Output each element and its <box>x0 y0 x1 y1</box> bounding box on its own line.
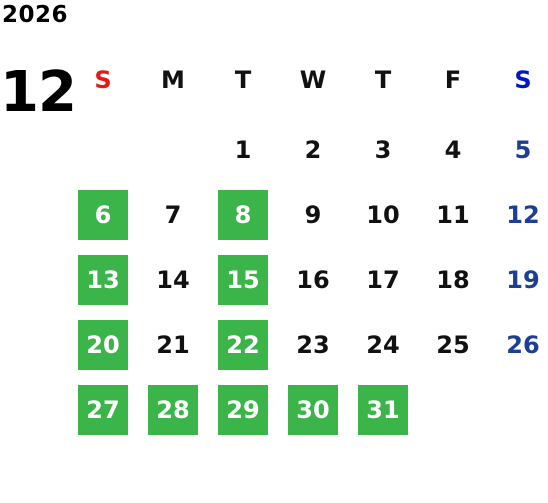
weekday-header-sunday: S <box>94 66 112 94</box>
calendar-day-24[interactable]: 24 <box>366 331 400 359</box>
calendar-day-8[interactable]: 8 <box>218 190 268 240</box>
calendar-day-12[interactable]: 12 <box>506 201 540 229</box>
weekday-header-wednesday: W <box>299 66 327 94</box>
calendar-day-18[interactable]: 18 <box>436 266 470 294</box>
calendar-day-27[interactable]: 27 <box>78 385 128 435</box>
calendar-day-9[interactable]: 9 <box>304 201 322 229</box>
weekday-header-thursday: T <box>374 66 392 94</box>
calendar-day-25[interactable]: 25 <box>436 331 470 359</box>
calendar-day-13[interactable]: 13 <box>78 255 128 305</box>
calendar-day-7[interactable]: 7 <box>164 201 182 229</box>
weekday-header-friday: F <box>444 66 462 94</box>
calendar-day-11[interactable]: 11 <box>436 201 470 229</box>
year-label: 2026 <box>2 2 69 28</box>
calendar-day-30[interactable]: 30 <box>288 385 338 435</box>
calendar-day-19[interactable]: 19 <box>506 266 540 294</box>
weekday-header-tuesday: T <box>234 66 252 94</box>
calendar-day-29[interactable]: 29 <box>218 385 268 435</box>
calendar-day-28[interactable]: 28 <box>148 385 198 435</box>
calendar-day-23[interactable]: 23 <box>296 331 330 359</box>
calendar-day-6[interactable]: 6 <box>78 190 128 240</box>
calendar-day-17[interactable]: 17 <box>366 266 400 294</box>
calendar-day-14[interactable]: 14 <box>156 266 190 294</box>
weekday-header-monday: M <box>161 66 185 94</box>
calendar-day-26[interactable]: 26 <box>506 331 540 359</box>
calendar-day-15[interactable]: 15 <box>218 255 268 305</box>
calendar-day-1[interactable]: 1 <box>234 136 252 164</box>
calendar-day-10[interactable]: 10 <box>366 201 400 229</box>
calendar-day-4[interactable]: 4 <box>444 136 462 164</box>
calendar-day-5[interactable]: 5 <box>514 136 532 164</box>
weekday-header-saturday: S <box>514 66 532 94</box>
calendar-day-21[interactable]: 21 <box>156 331 190 359</box>
month-number: 12 <box>0 60 77 125</box>
calendar-day-16[interactable]: 16 <box>296 266 330 294</box>
calendar-day-3[interactable]: 3 <box>374 136 392 164</box>
calendar-day-22[interactable]: 22 <box>218 320 268 370</box>
calendar-day-2[interactable]: 2 <box>304 136 322 164</box>
calendar-day-20[interactable]: 20 <box>78 320 128 370</box>
calendar-day-31[interactable]: 31 <box>358 385 408 435</box>
